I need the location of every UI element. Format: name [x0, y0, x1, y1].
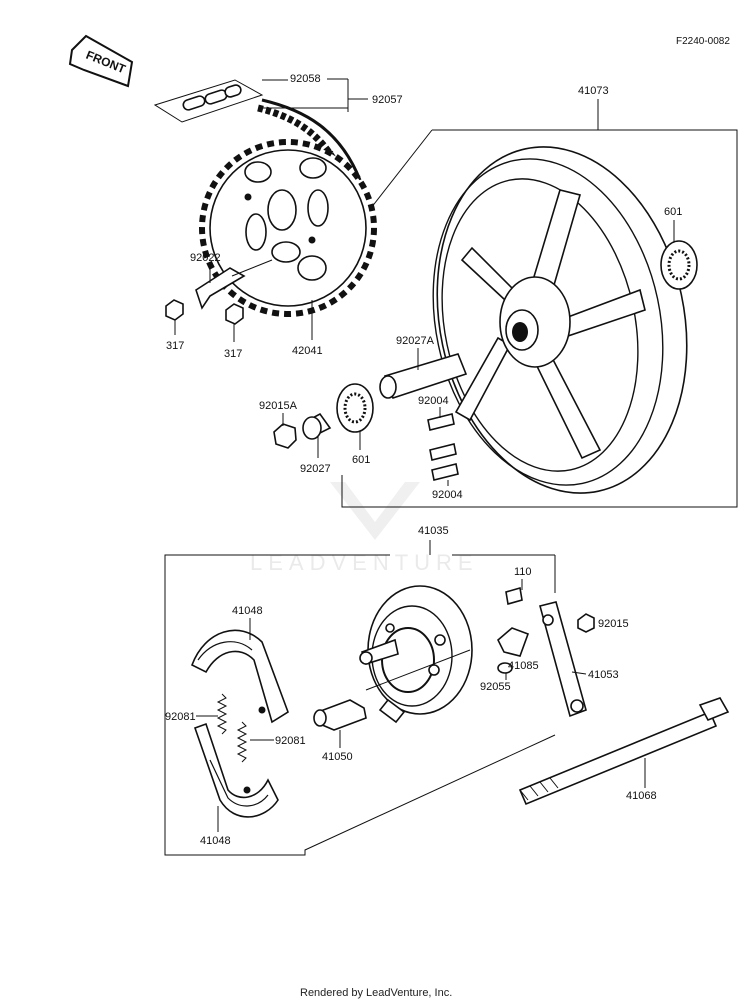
- nut-317-a: [165, 299, 184, 321]
- label-92058: 92058: [290, 73, 321, 85]
- label-41048-lower: 41048: [200, 835, 231, 847]
- upper-labels: 92058 92057 41073 601 92022 317 317 4204…: [166, 73, 682, 501]
- nut-317-b: [225, 303, 244, 325]
- label-92055: 92055: [480, 681, 511, 693]
- rear-sprocket: [199, 139, 377, 317]
- brake-arm: [497, 586, 587, 718]
- label-41073: 41073: [578, 85, 609, 97]
- label-92027A: 92027A: [396, 335, 435, 347]
- watermark: LEADVENTURE: [250, 482, 479, 575]
- label-41035: 41035: [418, 525, 449, 537]
- nut-92015: [577, 613, 595, 633]
- brake-camshaft: [313, 699, 367, 731]
- label-42041: 42041: [292, 345, 323, 357]
- collar-92027: [302, 412, 332, 440]
- front-arrow-icon: FRONT: [68, 34, 134, 88]
- washer-92055: [497, 662, 513, 674]
- brake-shoe-upper: [190, 629, 289, 724]
- label-92081-a: 92081: [165, 711, 196, 723]
- label-317-b: 317: [224, 348, 242, 360]
- brake-group-outline: [164, 554, 556, 856]
- label-92004-a: 92004: [418, 395, 449, 407]
- label-317-a: 317: [166, 340, 184, 352]
- diagram-code: F2240-0082: [676, 36, 730, 47]
- footer-credit: Rendered by LeadVenture, Inc.: [300, 987, 452, 999]
- wheel-group-outline: [341, 129, 738, 508]
- stud-bolts: [427, 413, 459, 481]
- label-601-lower: 601: [352, 454, 370, 466]
- label-41050: 41050: [322, 751, 353, 763]
- lock-washer: [195, 267, 246, 310]
- label-41048-upper: 41048: [232, 605, 263, 617]
- chain-link-parts: [153, 79, 264, 123]
- brake-shoe-lower: [193, 722, 279, 818]
- wheel-bearing-upper: [660, 240, 698, 290]
- label-41085: 41085: [508, 660, 539, 672]
- label-92057: 92057: [372, 94, 403, 106]
- label-92015A: 92015A: [259, 400, 298, 412]
- wheel-bearing-lower: [336, 383, 374, 433]
- cast-wheel: [432, 146, 688, 494]
- label-92081-b: 92081: [275, 735, 306, 747]
- lower-labels: 41048 110 92015 41085 92055 41053 92081 …: [165, 566, 657, 847]
- brake-panel: [359, 585, 473, 724]
- label-92027: 92027: [300, 463, 331, 475]
- collar-92027A: [379, 353, 468, 400]
- label-92022: 92022: [190, 252, 221, 264]
- watermark-text: LEADVENTURE: [250, 550, 479, 575]
- label-601-upper: 601: [664, 206, 682, 218]
- return-springs: [216, 693, 248, 763]
- label-41068: 41068: [626, 790, 657, 802]
- label-92015: 92015: [598, 618, 629, 630]
- label-92004-b: 92004: [432, 489, 463, 501]
- nut-92015A: [273, 423, 297, 449]
- label-41053: 41053: [588, 669, 619, 681]
- label-110: 110: [514, 566, 532, 578]
- rear-axle: [518, 697, 730, 806]
